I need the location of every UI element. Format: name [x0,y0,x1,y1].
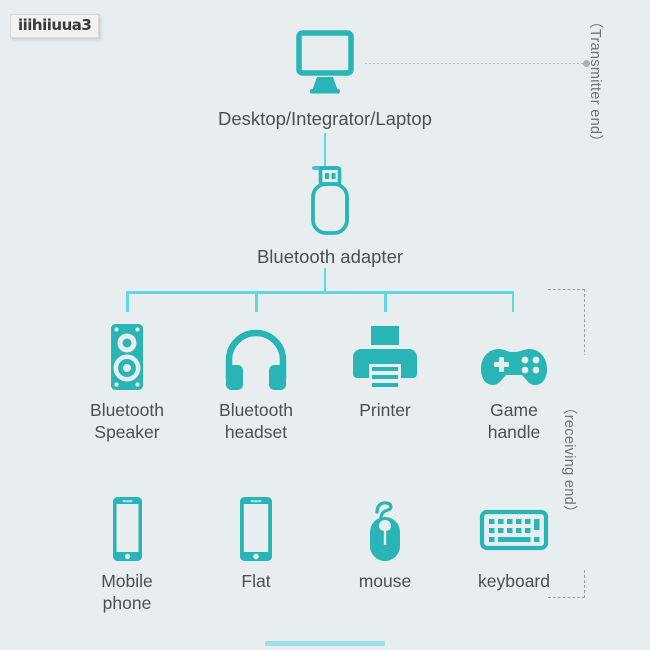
connector-desktop-to-adapter [324,133,326,166]
mobile-phone-icon [74,495,180,563]
node-mobile-phone: Mobile phone [74,495,180,615]
node-tablet: Flat [203,495,309,592]
keyboard-icon [461,495,567,563]
bluetooth-headset-icon [203,322,309,392]
node-bluetooth-headset-label: Bluetooth headset [219,400,293,443]
printer-icon [332,322,438,392]
bus-drop-3 [384,291,387,312]
node-bluetooth-adapter: Bluetooth adapter [240,165,420,269]
node-keyboard-label: keyboard [478,571,550,591]
node-mobile-phone-label: Mobile phone [101,571,153,614]
bus-drop-4 [511,291,514,312]
node-mouse: mouse [332,495,438,592]
mouse-icon [332,495,438,563]
transmitter-dotted-line [365,63,586,64]
node-tablet-label: Flat [241,571,271,591]
node-printer-label: Printer [359,400,411,420]
tablet-icon [203,495,309,563]
monitor-icon [195,30,455,98]
bus-drop-1 [126,291,129,312]
bus-drop-2 [255,291,258,312]
node-game-handle-label: Game handle [487,400,541,443]
node-adapter-label: Bluetooth adapter [256,246,404,267]
connector-adapter-to-bus [324,268,326,292]
node-mouse-label: mouse [358,571,412,591]
usb-adapter-icon [240,165,420,237]
bottom-accent-bar [265,641,385,646]
bracket-gap-mask [576,355,592,570]
node-game-handle: Game handle [461,322,567,444]
node-desktop-label: Desktop/Integrator/Laptop [218,108,432,129]
node-bluetooth-headset: Bluetooth headset [203,322,309,444]
bluetooth-speaker-icon [74,322,180,392]
node-bluetooth-speaker-label: Bluetooth Speaker [90,400,164,443]
watermark-badge: iiihiiuua3 [10,14,100,38]
node-bluetooth-speaker: Bluetooth Speaker [74,322,180,444]
node-keyboard: keyboard [461,495,567,592]
node-desktop: Desktop/Integrator/Laptop [195,30,455,131]
game-handle-icon [461,322,567,392]
transmitter-end-label: （Transmitter end） [587,14,603,150]
distribution-bus [126,291,514,294]
node-printer: Printer [332,322,438,421]
transmitter-line-endpoint [583,60,590,67]
